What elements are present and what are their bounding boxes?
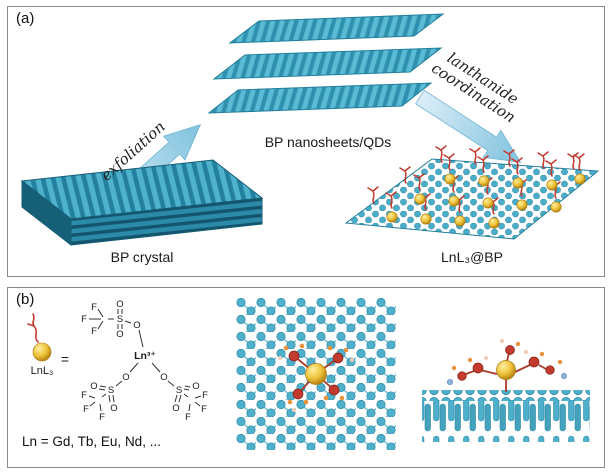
triflate-bonds-bottom-left [88,362,139,412]
atom-label-o: O [192,381,199,392]
nanosheet-1 [228,13,445,44]
bp-top-atom-chain [422,390,590,401]
atom-label-f: F [202,390,208,401]
triflate-group-bottom-left: O S O O F F F [81,372,130,423]
atom-label-f: F [91,326,97,337]
atom-label-o: O [160,372,167,383]
crystal-caption: BP crystal [110,249,174,265]
sulfonate-atoms-side [457,345,555,381]
top-view-model [236,298,396,450]
fluorine-atoms-side [484,339,528,360]
central-ion-label: Ln³⁺ [134,350,156,362]
atom-label-f: F [83,404,89,415]
lanthanide-list: Ln = Gd, Tb, Eu, Nd, ... [22,434,161,449]
bp-nanosheets-graphic [207,13,445,114]
atom-label-f: F [81,314,87,325]
lnl3-bp-product-graphic [344,145,600,240]
atom-label-s: S [108,385,114,396]
triflate-bonds-bottom-right [151,362,202,412]
atom-label-o: O [172,403,179,414]
product-sheet [344,158,600,240]
lanthanide-sites [385,153,586,229]
atom-label-s: S [176,385,182,396]
sulfonate-atoms [288,350,344,400]
fluorine-atoms [278,356,354,412]
complex-label: LnL₃ [31,365,54,377]
atom-label-o: O [110,403,117,414]
panel-b-label: (b) [16,291,35,308]
atom-label-s: S [117,314,123,325]
bp-crystal-graphic [20,159,264,247]
coordination-arrow [415,89,522,163]
crystal-side-face [21,179,72,247]
nanosheet-2 [212,47,443,80]
oxygen-atoms-side [451,341,563,371]
panel-b: LnL₃ = Ln³⁺ F F F S O O O [7,287,605,468]
nanosheets-caption: BP nanosheets/QDs [264,134,392,150]
panel-b-graphics: LnL₃ = Ln³⁺ F F F S O O O [27,298,590,450]
atom-label-o: O [133,320,140,331]
bp-lattice-side-view [422,400,590,442]
product-caption: LnL₃@BP [441,249,503,265]
atom-label-f: F [81,390,87,401]
atom-label-f: F [91,302,97,313]
oxygen-atoms [283,343,349,405]
panel-a-label: (a) [16,10,35,27]
atom-label-o: O [116,299,123,310]
equals-sign: = [61,351,69,367]
triflate-group-top: F F F S O O O [81,299,141,340]
lanthanide-atom-top-view [305,363,327,385]
lanthanide-atom-side-view [496,360,516,380]
lnl3-legend: LnL₃ = Ln³⁺ F F F S O O O [27,299,208,423]
ligand-squiggle-icon [27,313,39,343]
triflate-bonds-top [89,308,144,348]
atom-label-o: O [122,372,129,383]
atom-label-f: F [99,412,105,423]
atom-label-f: F [201,404,207,415]
nanosheet-3 [207,82,433,114]
lanthanide-spheres [386,173,586,229]
atom-label-f: F [185,412,191,423]
side-view-model [422,339,590,442]
atom-label-o: O [116,329,123,340]
panel-a-graphics [20,13,600,247]
lanthanide-sphere-icon [32,342,52,362]
nitrogen-atoms-side [446,372,568,386]
atom-label-o: O [90,381,97,392]
triflate-group-bottom-right: O S O O F F F [160,372,208,423]
panel-a: (a) exfoliation lanthanide coordination … [7,6,605,277]
